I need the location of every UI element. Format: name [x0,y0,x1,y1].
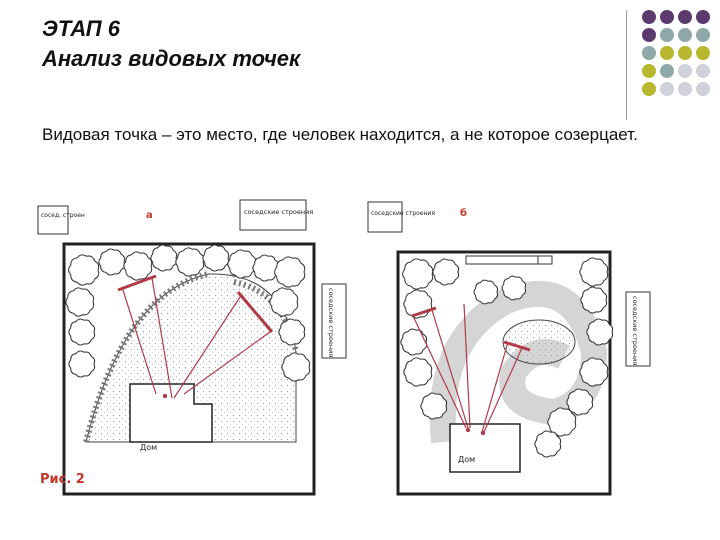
decorative-dot [678,46,692,60]
tree-canopy [274,256,306,288]
decorative-dot [696,64,710,78]
body-text: Видовая точка – это место, где человек н… [42,125,638,144]
tree-canopy [402,258,434,290]
plan-b-house-label: Дом [458,455,475,464]
figure-caption: Рис. 2 [40,472,85,487]
plan-b-neighbor-right-label: соседские строения [631,296,639,365]
decorative-dot [678,82,692,96]
plan-b-viewpoint [480,430,486,436]
plan-b-house [449,423,521,473]
tree-canopy [252,254,280,282]
tree-canopy [123,251,153,281]
tree-canopy [566,388,594,416]
decorative-dot [642,64,656,78]
plan-b-view-line [483,347,523,433]
tree-canopy [68,350,96,378]
decorative-dot [678,64,692,78]
plan-b-path [429,280,608,444]
tree-canopy [420,392,448,420]
decorative-dot [696,46,710,60]
plan-a-hedge-left [83,271,210,443]
tree-canopy [586,318,614,346]
plan-b-view-line [413,317,467,429]
plan-a-viewpoint-bench [236,291,274,333]
decorative-dot [642,10,656,24]
tree-canopy [579,357,609,387]
plan-a-view-line [121,286,157,395]
decorative-dot [660,82,674,96]
title-line-2: Анализ видовых точек [42,46,301,71]
plan-a-neighbor-top-box [239,199,307,231]
viewpoint-figure: сосед. строен соседские строения соседск… [37,199,651,496]
plan-b-view-line [481,341,509,433]
plan-b-neighbor-left-box [367,201,403,233]
plan-b-top-hedge [465,255,539,265]
tree-canopy [281,352,311,382]
plan-b-view-line [463,303,471,429]
plan-a-neighbor-right-box [321,283,347,359]
decorative-dot [696,10,710,24]
plan-b-boundary [396,250,612,496]
tree-canopy [579,257,609,287]
plan-a-view-line [173,293,243,399]
decorative-dot [696,82,710,96]
decorative-dot [696,28,710,42]
plan-b-letter: б [460,207,467,219]
plan-b-neighbor-left-label: соседские строения [371,210,435,217]
tree-canopy [98,248,126,276]
plan-a-house-label: Дом [140,443,157,452]
plan-a-viewpoint-bench [117,274,157,292]
decorative-dot-grid [642,10,710,96]
decorative-dot [642,82,656,96]
plan-a-neighbor-left-box [37,205,69,235]
plan-b-viewpoint [465,427,471,433]
tree-canopy [580,286,608,314]
decorative-dot [678,28,692,42]
decorative-dot [642,46,656,60]
tree-canopy [473,279,499,305]
divider-line [626,10,627,120]
plan-a-neighbor-top-label: соседские строения [244,208,313,216]
plan-a-boundary [62,242,316,496]
decorative-dot [642,28,656,42]
tree-canopy [68,254,100,286]
plan-b-gate [537,255,553,265]
tree-canopy [150,244,178,272]
tree-canopy [202,244,230,272]
plan-b-neighbor-right-box [625,291,651,367]
slide-title: ЭТАП 6 Анализ видовых точек [42,14,300,74]
decorative-dot [660,46,674,60]
plan-a-view-line [151,277,173,399]
tree-canopy [68,318,96,346]
tree-canopy [278,318,306,346]
tree-canopy [501,275,527,301]
tree-canopy [175,247,205,277]
tree-canopy [65,287,95,317]
tree-canopy [227,249,257,279]
tree-canopy [269,287,299,317]
tree-canopy [403,357,433,387]
plan-a-house [129,383,213,443]
decorative-dot [660,10,674,24]
plan-b-lawn [502,319,576,365]
plan-b: соседские строения соседские строения б … [367,201,651,496]
decorative-dot [660,28,674,42]
decorative-dot [678,10,692,24]
plan-b-viewpoint-bench [503,340,531,352]
tree-canopy [400,328,428,356]
plan-a-letter: а [146,210,153,221]
decorative-dot [660,64,674,78]
plan-a-neighbor-left-label: сосед. строен [41,212,85,219]
plan-a-view-line [183,331,271,395]
plan-a-hedge-right [233,279,299,353]
tree-canopy [534,430,562,458]
plan-b-view-line [431,309,469,429]
plan-b-viewpoint-bench [411,306,437,318]
tree-canopy [547,407,577,437]
plan-a-viewpoint [162,393,168,399]
title-line-1: ЭТАП 6 [42,16,120,41]
plan-a-neighbor-right-label: соседские строения [327,288,335,357]
tree-canopy [432,258,460,286]
plan-a: сосед. строен соседские строения соседск… [37,199,347,496]
